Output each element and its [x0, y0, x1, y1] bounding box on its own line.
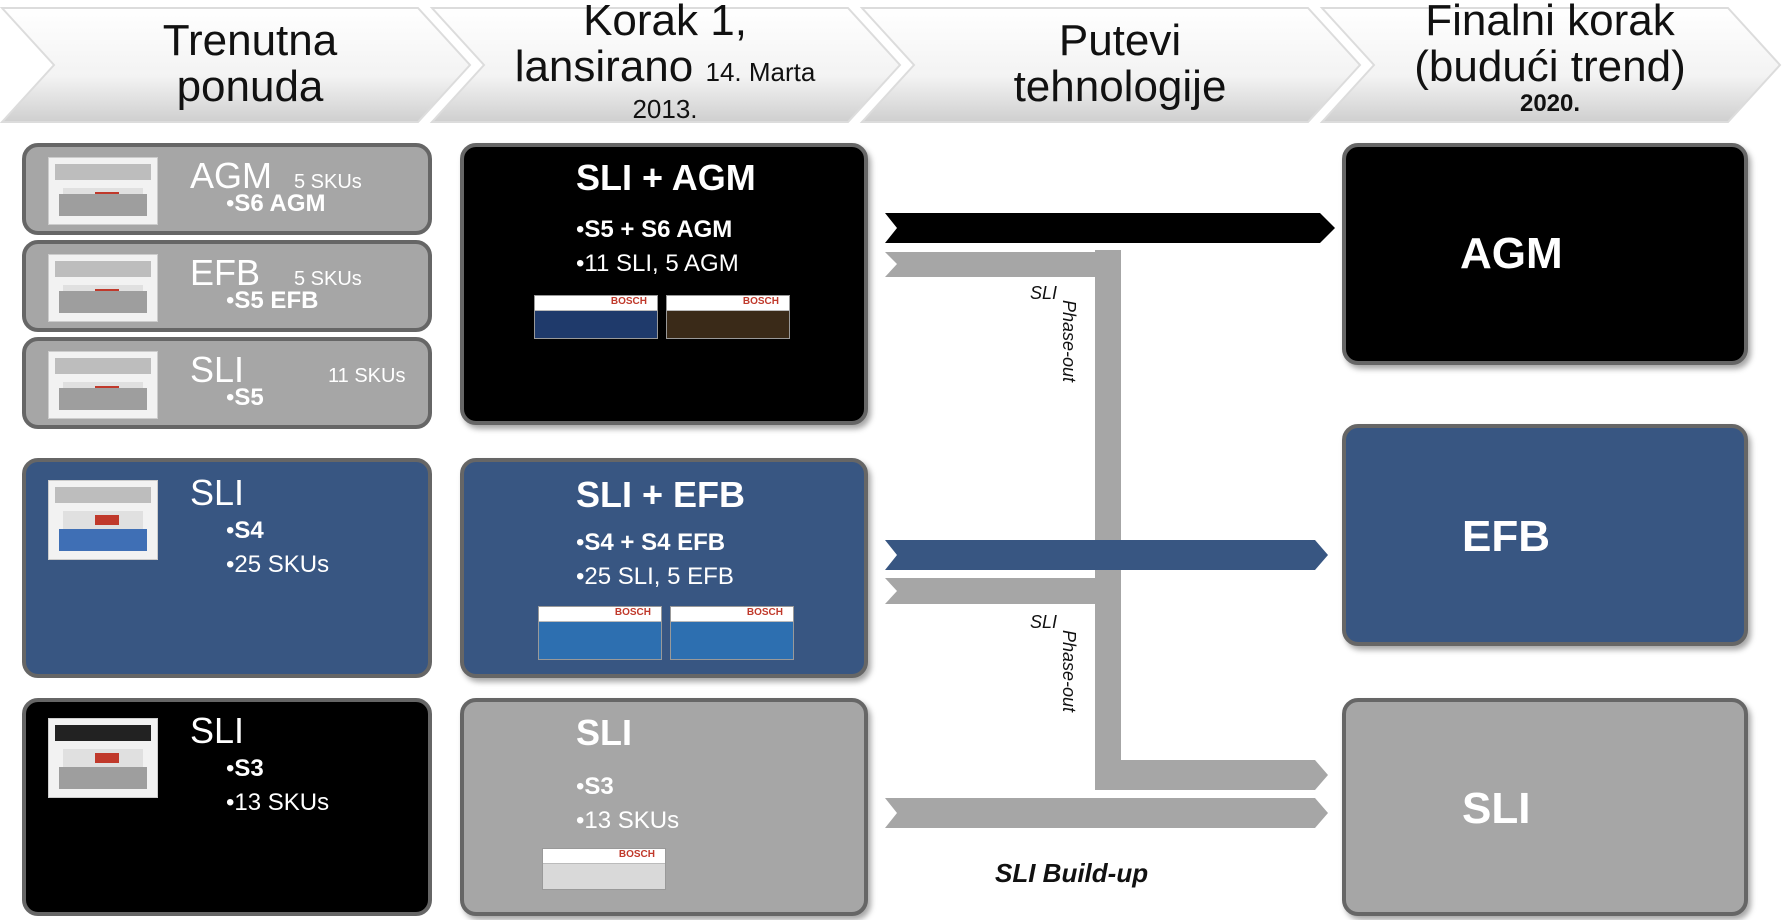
step1-efb-bullet2: •25 SLI, 5 EFB	[576, 563, 734, 590]
bosch-label-5: BOSCH	[542, 848, 666, 890]
step1-agm-box: SLI + AGM •S5 + S6 AGM •11 SLI, 5 AGM BO…	[460, 143, 868, 425]
final-agm-box: AGM	[1342, 143, 1748, 365]
step1-agm-bullet2: •11 SLI, 5 AGM	[576, 250, 739, 277]
phase-out-1-sli: SLI	[1030, 283, 1058, 303]
header-chevron-3	[859, 7, 1362, 123]
arrow-efb-phaseout	[885, 578, 1121, 604]
current-s3-bullet1: •S3	[226, 755, 264, 782]
step1-sli-box: SLI •S3 •13 SKUs BOSCH	[460, 698, 868, 916]
step1-efb-box: SLI + EFB •S4 + S4 EFB •25 SLI, 5 EFB BO…	[460, 458, 868, 678]
final-efb-title: EFB	[1462, 512, 1550, 561]
current-s4-bullet1: •S4	[226, 517, 264, 544]
final-sli-title: SLI	[1462, 784, 1531, 833]
phase-out-1-label: Phase-out	[1059, 300, 1079, 383]
arrow-efb	[885, 540, 1328, 570]
current-efb-bullet: •S5 EFB	[226, 287, 319, 314]
current-s4-bullet2: •25 SKUs	[226, 551, 330, 578]
header-tech-line2: tehnologije	[1013, 62, 1227, 111]
current-sli-bullet: •S5	[226, 384, 264, 411]
header-step1-line2: lansirano	[514, 42, 694, 91]
header-chevron-1	[0, 7, 472, 123]
arrow-agm	[885, 213, 1335, 243]
battery-s4-image	[48, 480, 158, 560]
header-tech-line1: Putevi	[1058, 16, 1182, 65]
arrow-phaseout-to-sli	[1095, 760, 1328, 790]
current-sli-skus: 11 SKUs	[328, 365, 406, 387]
header-current-line1: Trenutna	[162, 16, 338, 65]
current-agm-title: AGM	[190, 155, 273, 196]
bosch-label-2: BOSCH	[666, 295, 790, 339]
arrow-sli-buildup	[885, 798, 1328, 828]
step1-efb-title: SLI + EFB	[576, 474, 746, 515]
arrow-agm-phaseout	[885, 252, 1121, 277]
step1-agm-title: SLI + AGM	[576, 157, 756, 198]
header-final-line1: Finalni korak	[1425, 0, 1675, 45]
header-final-year: 2020.	[1519, 90, 1581, 117]
sli-buildup-label: SLI Build-up	[995, 858, 1149, 888]
header-current-offer: Trenutna ponuda	[120, 18, 380, 110]
header-step1: Korak 1, lansirano 14. Marta 2013.	[470, 0, 860, 123]
current-sli-box: SLI 11 SKUs •S5	[22, 337, 432, 429]
bosch-label-4: BOSCH	[670, 606, 794, 660]
header-current-line2: ponuda	[176, 62, 324, 111]
battery-s3-image	[48, 718, 158, 798]
step1-sli-bullet2: •13 SKUs	[576, 807, 680, 834]
bosch-label-1: BOSCH	[534, 295, 658, 339]
battery-agm-image	[48, 157, 158, 225]
current-s3-bullet2: •13 SKUs	[226, 789, 330, 816]
bosch-label-3: BOSCH	[538, 606, 662, 660]
current-sli-title: SLI	[190, 349, 245, 390]
current-s4-title: SLI	[190, 472, 245, 513]
header-step1-year: 2013.	[632, 94, 698, 124]
step1-sli-bullet1: •S3	[576, 773, 614, 800]
current-s3-title: SLI	[190, 710, 245, 751]
step1-sli-title: SLI	[576, 712, 633, 753]
current-efb-title: EFB	[190, 252, 261, 293]
final-efb-box: EFB	[1342, 424, 1748, 646]
current-s3-box: SLI •S3 •13 SKUs	[22, 698, 432, 916]
header-final-line2: (budući trend)	[1414, 42, 1686, 91]
phase-out-2-sli: SLI	[1030, 612, 1058, 632]
header-final-step: Finalni korak (budući trend) 2020.	[1380, 0, 1720, 118]
header-chevron-2	[429, 7, 902, 123]
final-agm-title: AGM	[1460, 229, 1563, 278]
current-s4-box: SLI •S4 •25 SKUs	[22, 458, 432, 678]
battery-sli-image	[48, 351, 158, 419]
phase-out-2-label: Phase-out	[1059, 630, 1079, 713]
header-tech-paths: Putevi tehnologije	[970, 18, 1270, 110]
header-step1-date: 14. Marta	[705, 57, 816, 87]
step1-agm-bullet1: •S5 + S6 AGM	[576, 216, 733, 243]
current-agm-bullet: •S6 AGM	[226, 190, 326, 217]
header-chevrons	[0, 7, 1782, 123]
battery-efb-image	[48, 254, 158, 322]
current-efb-box: EFB 5 SKUs •S5 EFB	[22, 240, 432, 332]
current-agm-box: AGM 5 SKUs •S6 AGM	[22, 143, 432, 235]
phase-out-bar-top	[1095, 250, 1121, 545]
current-agm-skus: 5 SKUs	[294, 171, 362, 193]
current-efb-skus: 5 SKUs	[294, 268, 362, 290]
step1-efb-bullet1: •S4 + S4 EFB	[576, 529, 726, 556]
header-step1-line1: Korak 1,	[583, 0, 747, 45]
final-sli-box: SLI	[1342, 698, 1748, 916]
header-chevron-4	[1319, 7, 1782, 123]
